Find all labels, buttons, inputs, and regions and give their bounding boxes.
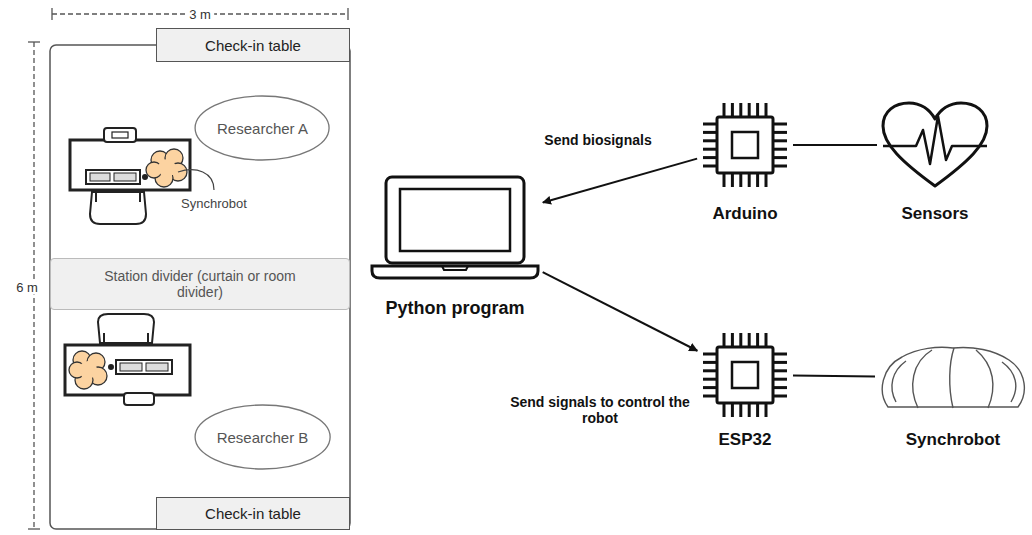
dimension-label: 6 m [13,280,41,295]
icon-stroke [950,348,954,408]
microcontroller-icon: Arduino [700,100,790,190]
icon-stroke [372,266,538,278]
laptop-icon-outline [370,175,540,280]
person-ellipse: Researcher A [194,95,330,161]
icon-stroke [442,266,468,270]
connector-line [793,375,875,378]
upper-desk [70,128,190,224]
icon-stroke [732,132,758,158]
laptop-icon: Python program [370,175,540,280]
process-box: Check-in table [156,28,350,62]
icon-stroke [913,350,932,408]
desk-device [124,393,154,405]
icon-stroke [386,177,524,263]
dimension-tick [347,8,348,20]
robot-icon: Synchrobot [878,345,1028,410]
chair [90,192,146,224]
node-label: Arduino [712,204,777,224]
dimension-tick [28,41,40,42]
process-box: Station divider (curtain or room divider… [50,258,350,310]
node-label: Python program [385,298,524,319]
dimension-label: 3 m [186,7,214,22]
monitor-panel [114,173,136,181]
desk-device [104,128,136,142]
desk-monitor [86,170,140,184]
icon-stroke [883,116,987,164]
icon-stroke [195,96,329,160]
process-box: Check-in table [156,497,350,530]
monitor-panel [146,363,168,371]
robot-icon-outline [878,345,1028,410]
leader-line [178,170,214,190]
icon-stroke [717,347,773,403]
microcontroller-icon-outline [700,100,790,190]
dimension-tick [28,528,40,529]
chair-arm [104,333,148,343]
dimension-tick [51,8,52,20]
icon-stroke [882,347,1024,408]
sensor-dot [143,175,147,179]
signal-arrow [543,272,698,351]
icon-stroke [1002,362,1016,402]
room-outline [50,45,350,529]
icon-stroke [976,350,993,408]
icon-stroke [883,103,987,186]
icon-stroke [892,361,906,402]
sensor-dot [109,365,113,369]
icon-stroke [882,347,1024,407]
synchrobot-figure [69,351,107,389]
node-text: Check-in table [205,505,301,522]
edge-label: Send biosignals [541,131,654,149]
icon-stroke [195,405,330,469]
person-ellipse: Researcher B [194,404,331,470]
node-label: Sensors [901,204,968,224]
desk [70,140,190,190]
icon-stroke [703,333,787,417]
sensor-icon-outline [880,100,990,190]
node-label: Synchrobot [906,430,1000,450]
node-text: Station divider (curtain or room divider… [81,268,319,300]
microcontroller-icon: ESP32 [700,330,790,420]
signal-arrow [543,159,697,203]
node-text: Researcher A [217,120,308,137]
monitor-panel [120,363,142,371]
callout-label: Synchrobot [178,196,250,211]
node-text: Check-in table [205,37,301,54]
node-label: ESP32 [719,430,772,450]
lower-desk [65,314,190,405]
monitor-panel [90,173,110,181]
desk-monitor [116,360,172,374]
connector-line [793,144,877,146]
desk-device-detail [112,132,128,138]
icon-stroke [400,189,510,251]
chair-arm [96,192,140,202]
edge-label: Send signals to control the robot [505,393,696,427]
icon-stroke [372,177,538,278]
synchrobot-figure [146,149,187,187]
chair [98,314,154,343]
icon-stroke [703,103,787,187]
robot-core [79,361,97,379]
node-text: Researcher B [217,429,309,446]
desk [65,345,190,395]
icon-stroke [717,117,773,173]
sensor-icon: Sensors [880,100,990,190]
icon-stroke [732,362,758,388]
robot-core [158,159,176,177]
microcontroller-icon-outline [700,330,790,420]
